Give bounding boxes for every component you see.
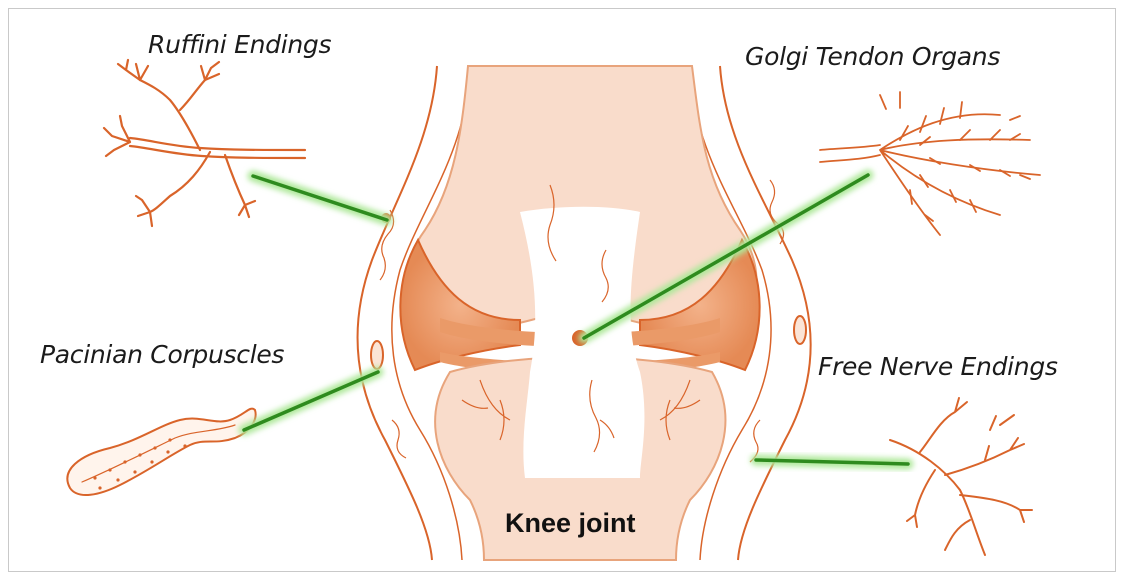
pointer-ruffini [253,176,387,220]
pointer-free-nerve [756,460,908,464]
capsule-nerve-left-2 [392,420,406,458]
label-ruffini-endings: Ruffini Endings [148,30,331,59]
free-nerve-endings-illustration [890,398,1032,555]
golgi-tendon-organs-illustration [820,92,1040,235]
pacinian-corpuscles-illustration [67,409,255,495]
pacinian-site [371,341,383,369]
label-pacinian-corpuscles: Pacinian Corpuscles [40,340,284,369]
label-free-nerve-endings: Free Nerve Endings [818,352,1058,381]
knee-joint-illustration [357,66,810,560]
capsule-organ-right [794,316,806,344]
pointer-pacinian [244,372,378,430]
label-knee-joint: Knee joint [505,508,636,539]
label-golgi-tendon-organs: Golgi Tendon Organs [745,42,1000,71]
ruffini-endings-illustration [104,60,305,226]
